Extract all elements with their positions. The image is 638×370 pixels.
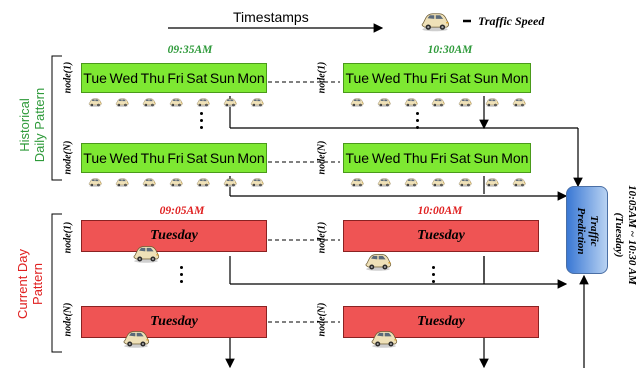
car-icon <box>142 94 156 112</box>
car-icon <box>404 174 418 192</box>
day-label: Tue <box>83 150 107 166</box>
day-label: Thu <box>140 70 165 86</box>
car-icon <box>350 94 364 112</box>
day-label: Wed <box>109 150 139 166</box>
hist-node-first-label: node(1) <box>62 61 74 94</box>
car-icon <box>142 174 156 192</box>
cur-row-nodeN-right: Tuesday <box>343 306 539 338</box>
day-label: Wed <box>371 150 401 166</box>
car-icon <box>223 94 237 112</box>
cur-node-last-label-right: node(N) <box>316 302 328 337</box>
cur-ellipsis-left <box>180 266 184 287</box>
cur-node-first-label: node(1) <box>62 221 74 254</box>
traffic-prediction-box <box>566 186 608 274</box>
hist-time-left: 09:35AM <box>167 44 213 56</box>
car-icon <box>250 94 264 112</box>
day-label: Tue <box>83 70 107 86</box>
day-label: Sun <box>209 150 235 166</box>
cur-time-left: 09:05AM <box>159 205 205 217</box>
day-label: Thu <box>403 70 428 86</box>
hist-node-last-label: node(N) <box>62 140 74 175</box>
day-label: Sat <box>449 70 471 86</box>
day-label: Fri <box>167 150 184 166</box>
brace-current <box>51 213 62 353</box>
day-label: Mon <box>237 150 265 166</box>
car-icon <box>458 174 472 192</box>
car-icon <box>364 251 392 276</box>
day-label: Sat <box>186 70 208 86</box>
current-side-label: Current Day Pattern <box>15 248 45 320</box>
hist-time-right: 10:30AM <box>427 44 473 56</box>
day-label: Mon <box>237 70 265 86</box>
cur-row-node1-right: Tuesday <box>343 220 539 252</box>
brace-historical <box>51 55 62 181</box>
day-label: Tue <box>345 150 370 166</box>
car-icon <box>377 94 391 112</box>
car-icon <box>431 174 445 192</box>
car-icon <box>196 174 210 192</box>
legend-label: Traffic Speed <box>478 14 545 28</box>
car-icon <box>350 174 364 192</box>
hist-node-last-label-right: node(N) <box>316 140 328 175</box>
car-icon <box>169 174 183 192</box>
cur-node-last-label: node(N) <box>62 302 74 337</box>
day-label: Fri <box>430 150 447 166</box>
car-icon <box>223 174 237 192</box>
car-icon <box>250 174 264 192</box>
car-icon <box>404 94 418 112</box>
day-label: Sun <box>209 70 235 86</box>
car-icon <box>485 94 499 112</box>
car-icon <box>458 94 472 112</box>
day-label: Mon <box>501 70 529 86</box>
cur-row-node1-left: Tuesday <box>81 220 267 252</box>
cur-row-nodeN-left: Tuesday <box>81 306 267 338</box>
day-label: Thu <box>403 150 428 166</box>
car-icon <box>370 328 398 353</box>
car-icon <box>88 94 102 112</box>
car-icon <box>88 174 102 192</box>
car-icon <box>431 94 445 112</box>
car-icon <box>115 94 129 112</box>
car-icon <box>377 174 391 192</box>
day-label: Wed <box>109 70 139 86</box>
car-icon <box>132 243 160 268</box>
day-label: Tue <box>345 70 370 86</box>
cur-node-first-label-right: node(1) <box>316 221 328 254</box>
day-label: Fri <box>430 70 447 86</box>
cur-ellipsis-right <box>432 266 436 287</box>
day-label: Sat <box>186 150 208 166</box>
car-icon <box>485 174 499 192</box>
timestamps-label: Timestamps <box>233 9 309 25</box>
prediction-time-window: 10:05AM ~ 10:30 AM (Tuesday) <box>613 185 638 285</box>
day-label: Sun <box>473 150 499 166</box>
car-icon <box>512 94 526 112</box>
day-label: Fri <box>167 70 184 86</box>
day-label: Wed <box>371 70 401 86</box>
hist-node-first-label-right: node(1) <box>316 61 328 94</box>
car-icon <box>115 174 129 192</box>
historical-side-label: Historical Daily Pattern <box>17 87 47 163</box>
traffic-prediction-label: Traffic Prediction <box>575 207 600 255</box>
day-label: Sat <box>449 150 471 166</box>
car-icon <box>512 174 526 192</box>
car-icon <box>420 10 450 37</box>
day-label: Thu <box>140 150 165 166</box>
car-icon <box>196 94 210 112</box>
day-label: Sun <box>473 70 499 86</box>
hist-ellipsis-left <box>200 112 204 133</box>
hist-ellipsis-right <box>416 112 420 133</box>
day-label: Mon <box>501 150 529 166</box>
car-icon <box>122 328 150 353</box>
car-icon <box>169 94 183 112</box>
cur-time-right: 10:00AM <box>417 205 463 217</box>
